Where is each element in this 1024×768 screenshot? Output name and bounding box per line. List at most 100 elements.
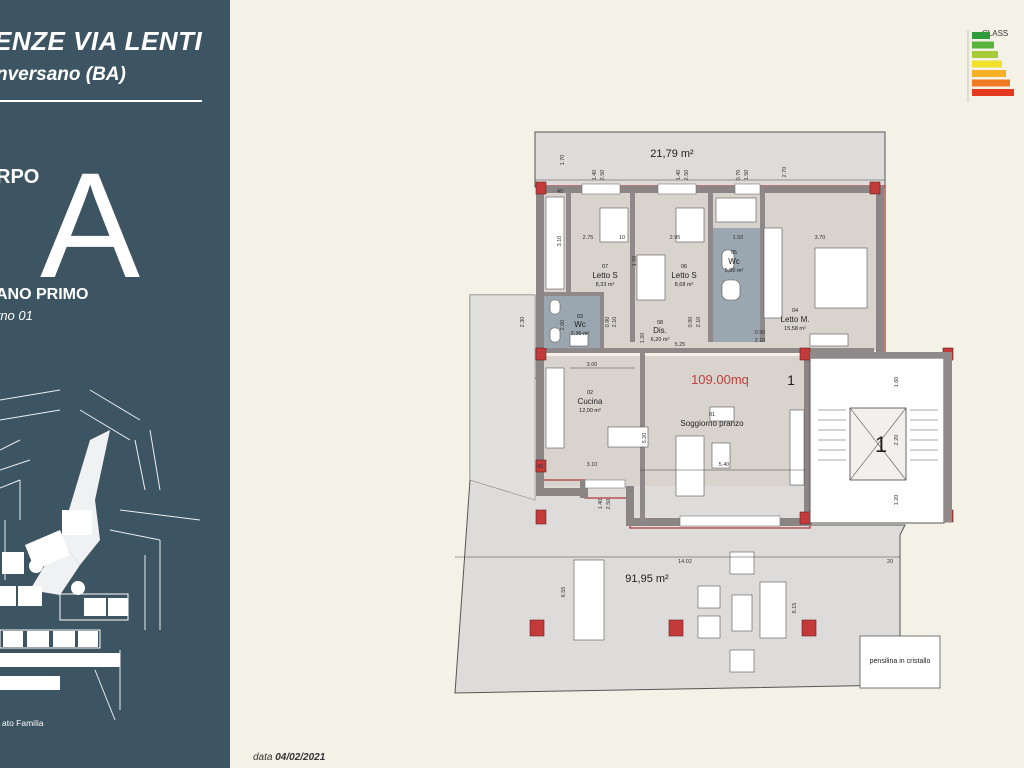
dim-1-40-b: 1.40	[676, 170, 682, 181]
room-name-wc2: Wc	[574, 320, 586, 329]
stair-number: 1	[875, 432, 887, 457]
dim-5-25: 5.25	[675, 342, 686, 348]
floor-plan: 07 Letto S 8,33 m² 06 Letto S 8,68 m² 05…	[454, 131, 954, 694]
dim-2-00-a: 2.00	[560, 320, 566, 331]
project-location: nversano (BA)	[0, 64, 126, 85]
site-label-c: C	[32, 562, 39, 572]
room-number-wc2: 03	[577, 314, 583, 320]
room-name-wc1: Wc	[728, 257, 740, 266]
room-name-letto-m: Letto M.	[781, 315, 810, 324]
site-label-b1: B1	[67, 519, 80, 530]
dim-0-90-c: 0.90	[755, 330, 766, 336]
dim-1-40-a: 1.40	[592, 170, 598, 181]
room-name-letto-s2: Letto S	[671, 271, 696, 280]
dim-3-10-b: 3.10	[587, 462, 598, 468]
project-title: ENZE VIA LENTI	[0, 26, 203, 56]
site-label-9: 9	[1, 593, 6, 603]
room-number-dis: 08	[657, 320, 663, 326]
date-label: data	[253, 752, 273, 763]
energy-bar	[972, 41, 994, 49]
site-label-4: 4	[61, 635, 66, 645]
terrace-bottom-area: 91,95 m²	[625, 573, 669, 585]
room-number-letto-s2: 06	[681, 264, 687, 270]
site-label-b: B	[74, 584, 81, 594]
dim-3-70: 3.70	[815, 235, 826, 241]
apartment-number: 1	[787, 372, 795, 388]
dim-2-20: 2.20	[894, 435, 900, 446]
dim-1-60: 1.60	[894, 377, 900, 388]
canopy-box	[859, 635, 941, 689]
site-label-6: 6	[114, 603, 119, 613]
wc1-toilet	[721, 249, 735, 271]
site-label-street-2: ato Familia	[2, 718, 44, 728]
energy-bar	[972, 32, 990, 39]
energy-bar	[972, 60, 1002, 68]
dim-14-02: 14.02	[678, 559, 692, 565]
energy-bar	[972, 89, 1014, 96]
dim-2-50-b: 2.50	[684, 170, 690, 181]
unit-label: rno 01	[0, 308, 33, 323]
title-divider	[0, 100, 202, 102]
dim-1-20-b: 1.20	[894, 495, 900, 506]
building-letter: A	[40, 141, 141, 309]
energy-class-chart: CLASS	[967, 29, 1014, 102]
site-label-8: 8	[10, 559, 15, 569]
dim-2-10-a: 2.10	[612, 317, 618, 328]
dim-0-90-a: 0.90	[605, 317, 611, 328]
dim-2-50-a: 2.50	[600, 170, 606, 181]
dim-40-a: 40	[557, 189, 563, 195]
wc1-basin	[721, 279, 741, 301]
site-label-3: 3	[35, 635, 40, 645]
room-area-wc2: 3,36 m²	[571, 331, 590, 337]
dim-2-95: 2.95	[670, 235, 681, 241]
dim-2-75: 2.75	[583, 235, 594, 241]
room-name-letto-s1: Letto S	[592, 271, 617, 280]
floor-label: ANO PRIMO	[0, 286, 89, 303]
room-name-soggiorno: Soggiorno pranzo	[680, 419, 744, 428]
apartment-floor-bottom	[540, 356, 810, 486]
apartment-total-area: 109.00mq	[691, 372, 749, 387]
dim-5-20: 5.20	[642, 433, 648, 444]
energy-bar	[972, 70, 1006, 77]
dim-1-50-b: 1.50	[733, 235, 744, 241]
dim-2-10-b: 2.10	[696, 317, 702, 328]
dim-0-70: 0.70	[736, 170, 742, 181]
terrace-top	[534, 131, 886, 188]
site-label-servizi-top: SERVIZI	[33, 551, 52, 557]
energy-bar	[972, 79, 1010, 87]
room-number-cucina: 02	[587, 390, 593, 396]
dim-10: 10	[619, 235, 625, 241]
terrace-left	[469, 294, 536, 501]
dim-2-30: 2.30	[520, 317, 526, 328]
dim-20: 20	[887, 559, 893, 565]
dim-6-15: 6.15	[792, 603, 798, 614]
site-label-2: 2	[10, 635, 15, 645]
room-number-letto-s1: 07	[602, 264, 608, 270]
date-value: 04/02/2021	[275, 752, 326, 763]
terrace-top-area: 21,79 m²	[650, 148, 694, 160]
energy-class-label: CLASS	[982, 29, 1008, 38]
room-area-letto-s2: 8,68 m²	[675, 282, 694, 288]
wc1-shower	[715, 197, 757, 223]
dim-1-20-a: 1.20	[640, 333, 646, 344]
dim-6-55: 6.55	[561, 587, 567, 598]
dim-5-40: 5.40	[719, 462, 730, 468]
dim-3-00: 3.00	[587, 362, 598, 368]
site-label-street: enti - nuova strada di p.r.g.	[2, 656, 103, 666]
room-number-wc1: 05	[731, 250, 737, 256]
dim-2-70: 2.70	[782, 167, 788, 178]
site-label-servizi-bottom: SERVIZI	[16, 682, 35, 688]
room-area-letto-m: 15,58 m²	[784, 326, 806, 332]
room-number-soggiorno: 01	[709, 412, 715, 418]
room-area-dis: 6,20 m²	[651, 337, 670, 343]
dim-1-50-c: 1.50	[632, 256, 638, 267]
energy-bar	[972, 51, 998, 58]
site-map: B1 SERVIZI 8 C 9 10 B 7 6 2 3 4 5 enti -…	[0, 389, 201, 728]
dim-40-b: 40	[537, 464, 543, 470]
room-number-letto-m: 04	[792, 308, 798, 314]
dim-2-10-c: 2.10	[755, 338, 766, 344]
site-label-10: 10	[22, 593, 32, 603]
dim-1-50-a: 1.50	[744, 170, 750, 181]
dim-1-40-c: 1.40	[598, 499, 604, 510]
room-area-wc1: 5,80 m²	[725, 268, 744, 274]
